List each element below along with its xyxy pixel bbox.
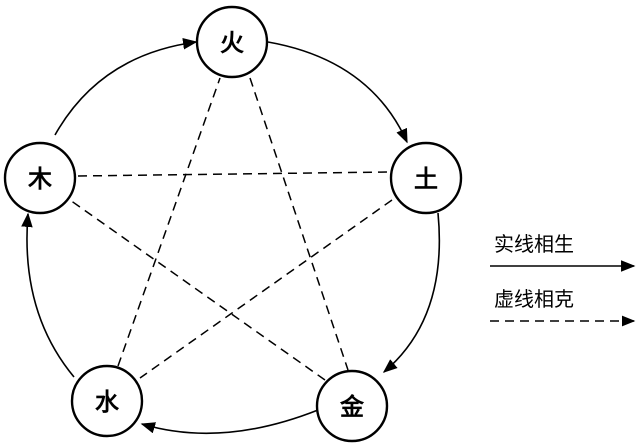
- dash-wood-earth: [77, 171, 391, 177]
- dash-earth-water: [139, 199, 393, 379]
- node-water: 水: [70, 364, 144, 438]
- legend: 实线相生 虚线相克: [490, 232, 636, 327]
- arc-fire-to-earth: [267, 41, 408, 144]
- node-earth: 土: [389, 141, 463, 215]
- legend-solid-label: 实线相生: [494, 232, 574, 256]
- node-wood-label: 木: [27, 165, 53, 193]
- node-metal-label: 金: [339, 393, 365, 421]
- node-earth-label: 土: [414, 165, 438, 193]
- arc-wood-to-fire: [54, 38, 198, 136]
- node-water-label: 水: [95, 388, 120, 416]
- node-wood: 木: [3, 141, 77, 215]
- legend-dashed-label: 虚线相克: [494, 287, 574, 311]
- dash-metal-wood: [69, 199, 326, 381]
- arc-water-to-wood: [21, 212, 75, 378]
- dash-water-fire: [117, 77, 221, 367]
- node-fire: 火: [195, 5, 269, 79]
- node-metal: 金: [315, 369, 389, 443]
- dash-fire-metal: [249, 77, 349, 371]
- node-fire-label: 火: [220, 29, 244, 57]
- arc-metal-to-water: [140, 409, 319, 435]
- arc-earth-to-metal: [382, 212, 441, 373]
